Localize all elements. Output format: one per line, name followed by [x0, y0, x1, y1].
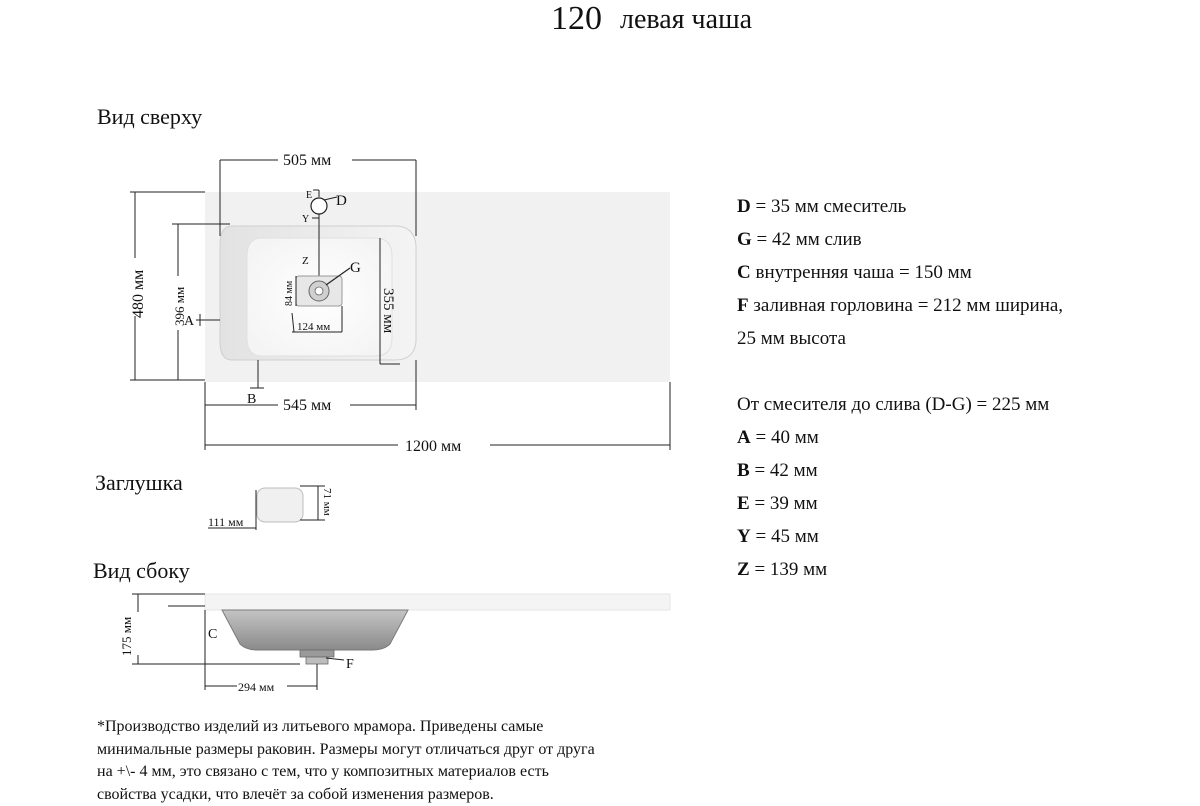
- dim-124: 124 мм: [297, 321, 330, 333]
- dim-545: 545 мм: [283, 397, 331, 414]
- letter-e: E: [306, 190, 312, 201]
- dim-71: 71 мм: [321, 488, 333, 516]
- spec-text: 25 мм высота: [737, 328, 846, 349]
- spec-text: заливная горловина = 212 мм ширина,: [749, 295, 1063, 316]
- spec-key: G: [737, 229, 752, 250]
- spec-z: Z = 139 мм: [737, 559, 827, 581]
- letter-z: Z: [302, 255, 309, 267]
- letter-a: A: [184, 314, 195, 329]
- letter-f: F: [346, 657, 354, 672]
- spec-e: E = 39 мм: [737, 493, 818, 515]
- spec-f-height: 25 мм высота: [737, 328, 846, 350]
- drain-neck: [300, 650, 334, 657]
- bowl-side-profile: [222, 610, 408, 650]
- letter-d: D: [336, 193, 347, 209]
- spec-text: = 35 мм смеситель: [751, 196, 907, 217]
- footnote-line: минимальные размеры раковин. Размеры мог…: [97, 739, 717, 762]
- spec-key: Y: [737, 526, 751, 547]
- spec-key: E: [737, 493, 750, 514]
- dim-111: 111 мм: [208, 515, 244, 529]
- spec-text: внутренняя чаша = 150 мм: [751, 262, 972, 283]
- spec-text: = 39 мм: [750, 493, 818, 514]
- dim-1200: 1200 мм: [405, 438, 461, 455]
- dim-294: 294 мм: [238, 680, 275, 694]
- dim-480: 480 мм: [130, 270, 147, 318]
- spec-y: Y = 45 мм: [737, 526, 819, 548]
- spec-text: = 42 мм слив: [752, 229, 862, 250]
- spec-d: D = 35 мм смеситель: [737, 196, 906, 218]
- spec-text: = 139 мм: [750, 559, 828, 580]
- footnote-line: *Производство изделий из литьевого мрамо…: [97, 716, 717, 739]
- dim-505: 505 мм: [283, 152, 331, 169]
- spec-text: = 40 мм: [751, 427, 819, 448]
- letter-g: G: [350, 260, 361, 276]
- footnote: *Производство изделий из литьевого мрамо…: [97, 716, 717, 806]
- dim-355: 355 мм: [380, 288, 396, 334]
- spec-key: B: [737, 460, 750, 481]
- spec-key: D: [737, 196, 751, 217]
- spec-text: = 42 мм: [750, 460, 818, 481]
- spec-d-g: От смесителя до слива (D-G) = 225 мм: [737, 394, 1049, 416]
- spec-c: C внутренняя чаша = 150 мм: [737, 262, 972, 284]
- spec-f: F заливная горловина = 212 мм ширина,: [737, 295, 1063, 317]
- spec-text: От смесителя до слива (D-G) = 225 мм: [737, 394, 1049, 415]
- spec-key: A: [737, 427, 751, 448]
- spec-b: B = 42 мм: [737, 460, 818, 482]
- spec-text: = 45 мм: [751, 526, 819, 547]
- technical-drawing: D E Y Z G 84 мм 124 мм 355 мм 505 мм 480…: [0, 0, 700, 710]
- spec-a: A = 40 мм: [737, 427, 819, 449]
- spec-key: C: [737, 262, 751, 283]
- spec-key: Z: [737, 559, 750, 580]
- letter-c: C: [208, 627, 217, 642]
- spec-g: G = 42 мм слив: [737, 229, 862, 251]
- dim-84: 84 мм: [284, 280, 295, 306]
- countertop-side-view: [205, 594, 670, 610]
- plug-shape: [257, 488, 303, 522]
- letter-y: Y: [302, 214, 309, 225]
- spec-key: F: [737, 295, 749, 316]
- mixer-hole: [311, 198, 327, 214]
- footnote-line: на +\- 4 мм, это связано с тем, что у ко…: [97, 761, 717, 784]
- footnote-line: свойства усадки, что влечёт за собой изм…: [97, 784, 717, 806]
- dim-175: 175 мм: [119, 617, 134, 656]
